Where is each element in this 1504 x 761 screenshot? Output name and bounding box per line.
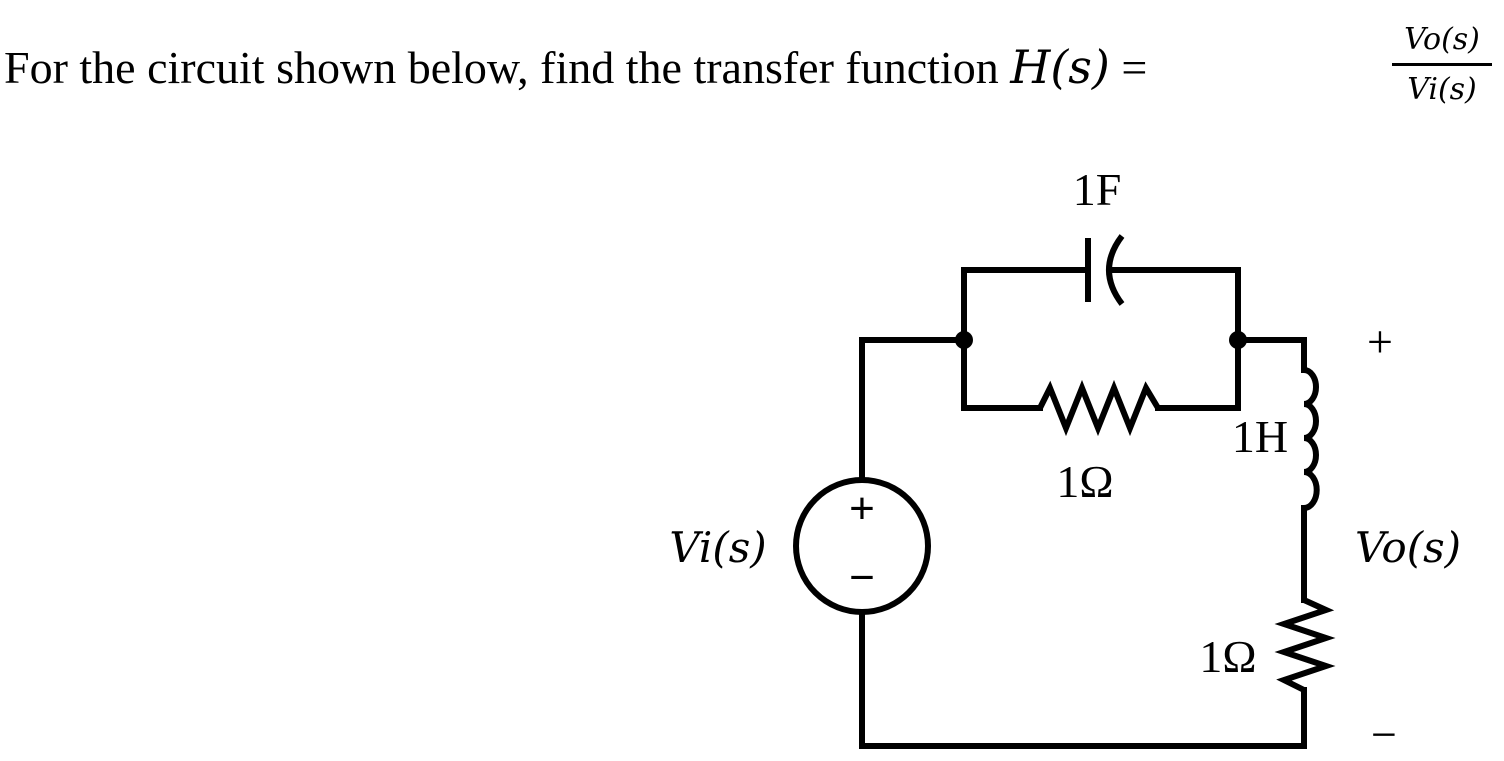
- parallel-resistor-symbol: [1037, 379, 1161, 437]
- junction-node-right: [1229, 331, 1247, 349]
- wire-node-to-inductor: [1235, 337, 1307, 373]
- output-minus-sign: −: [1371, 709, 1397, 760]
- source-plus-sign: +: [849, 484, 875, 533]
- output-plus-sign: +: [1367, 316, 1393, 367]
- capacitor-label: 1F: [1073, 164, 1122, 215]
- wire-res-right: [1155, 337, 1241, 411]
- transfer-function-fraction: Vo(s) Vi(s): [1392, 22, 1492, 107]
- voltage-source-symbol: [793, 477, 931, 615]
- series-resistor-label: 1Ω: [1199, 631, 1256, 682]
- output-voltage-label: Vo(s): [1355, 523, 1461, 572]
- wire-cap-right: [1107, 267, 1241, 343]
- inductor-symbol: [1303, 367, 1320, 511]
- source-voltage-label: Vi(s): [669, 523, 766, 572]
- equals-sign: =: [1109, 42, 1148, 93]
- series-resistor-symbol: [1274, 597, 1336, 693]
- source-minus-sign: −: [849, 553, 875, 602]
- fraction-numerator: Vo(s): [1392, 22, 1492, 66]
- wire-res-left: [961, 337, 1043, 411]
- wire-bottom-loop: [859, 607, 1307, 749]
- capacitor-symbol: [1085, 234, 1125, 306]
- inductor-label: 1H: [1232, 411, 1288, 462]
- problem-statement: For the circuit shown below, find the tr…: [4, 40, 1147, 94]
- wire-left-top: [859, 337, 967, 485]
- transfer-function-name: H: [1010, 40, 1051, 94]
- problem-prefix: For the circuit shown below, find the tr…: [4, 42, 1011, 93]
- junction-node-left: [955, 331, 973, 349]
- parallel-resistor-label: 1Ω: [1056, 456, 1113, 507]
- transfer-function-arg: (s): [1050, 40, 1110, 94]
- fraction-denominator: Vi(s): [1407, 72, 1477, 107]
- wire-cap-left: [961, 267, 1091, 343]
